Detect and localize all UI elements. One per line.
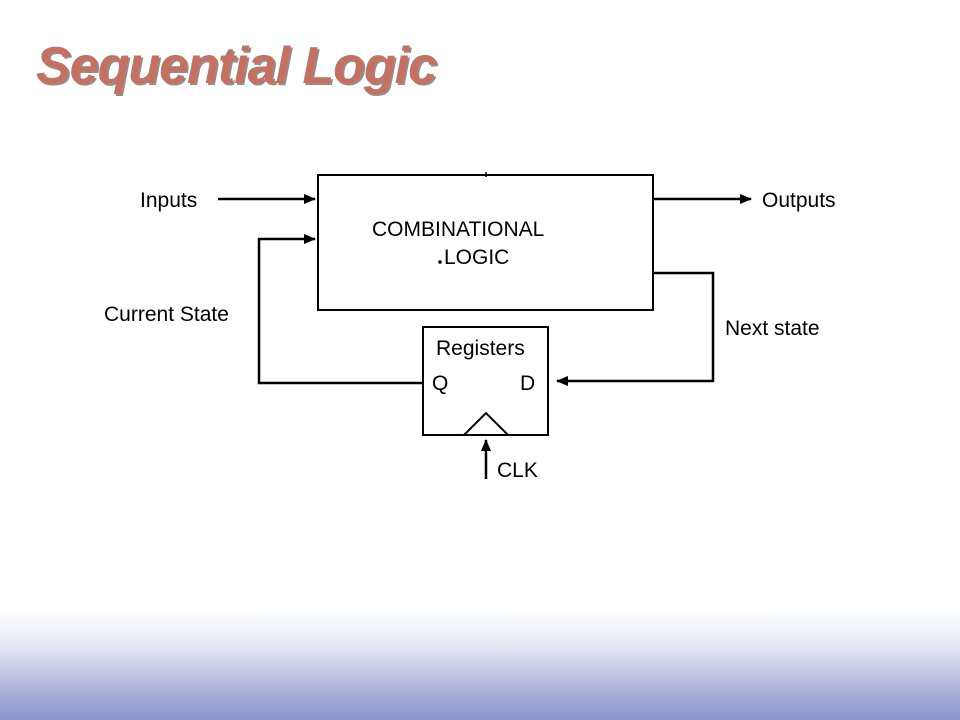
- next-state-label: Next state: [725, 317, 820, 340]
- footer-gradient-band: [0, 610, 960, 720]
- combinational-label-line2: LOGIC: [444, 246, 509, 269]
- bullet-dot: [438, 260, 442, 264]
- registers-block: [422, 326, 549, 436]
- inputs-label: Inputs: [140, 189, 197, 212]
- combinational-label-line1: COMBINATIONAL: [372, 218, 544, 241]
- registers-title: Registers: [436, 337, 525, 360]
- register-q-pin: Q: [432, 372, 448, 395]
- combinational-logic-block: [317, 174, 654, 311]
- clock-edge-triangle: [463, 411, 509, 436]
- outputs-label: Outputs: [762, 189, 836, 212]
- slide-title: Sequential Logic: [36, 37, 437, 95]
- register-d-pin: D: [520, 372, 535, 395]
- current-state-path: [257, 234, 423, 385]
- current-state-label: Current State: [104, 303, 229, 326]
- next-state-path: [556, 271, 715, 386]
- clk-label: CLK: [497, 459, 538, 482]
